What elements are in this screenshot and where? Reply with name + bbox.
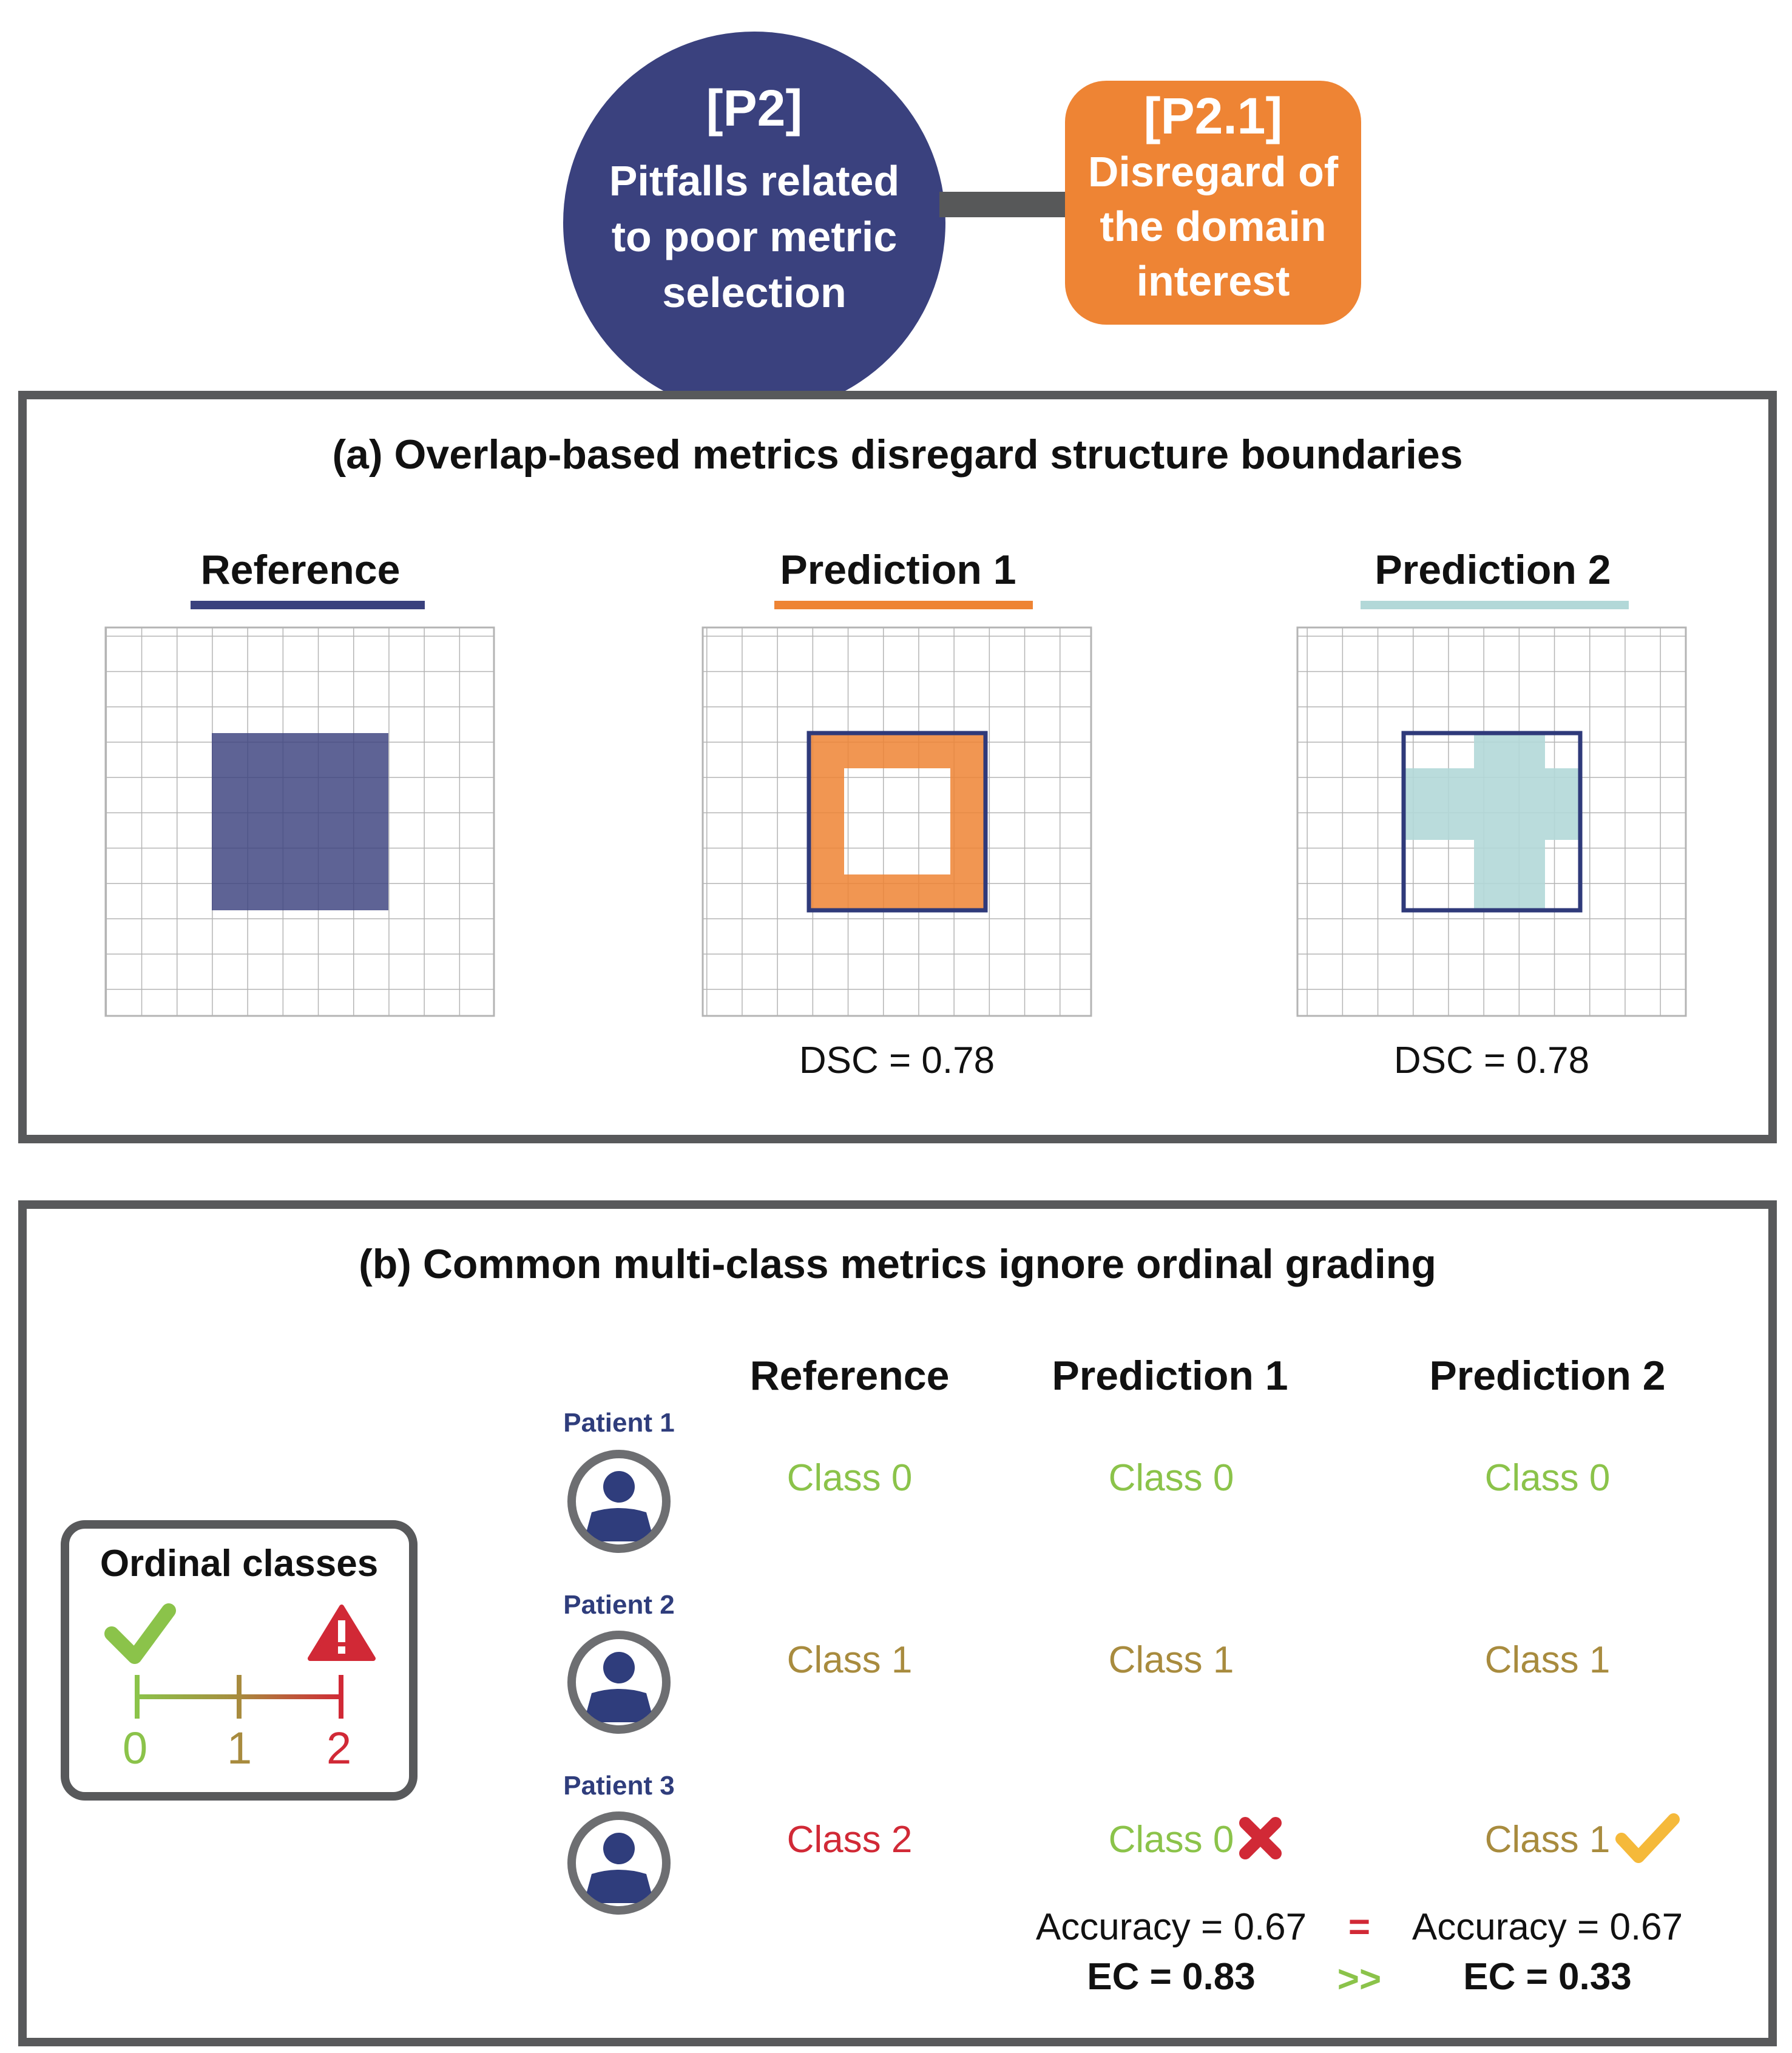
ordinal-tick-label-0: 0 — [123, 1723, 148, 1773]
table-header-prediction1: Prediction 1 — [1052, 1353, 1288, 1399]
subcategory-code: [P2.1] — [1143, 87, 1283, 144]
incorrect-cross-icon — [1239, 1817, 1282, 1859]
prediction1-accuracy: Accuracy = 0.67 — [1035, 1906, 1307, 1948]
prediction2-dsc: DSC = 0.78 — [1393, 1040, 1590, 1081]
prediction2-accuracy: Accuracy = 0.67 — [1412, 1906, 1683, 1948]
panel-a-title: (a) Overlap-based metrics disregard stru… — [332, 431, 1463, 478]
prediction2-reference-outline — [1401, 731, 1583, 913]
patient-2-prediction2: Class 1 — [1484, 1639, 1611, 1681]
patient-1-reference: Class 0 — [786, 1457, 913, 1499]
prediction1-reference-outline — [806, 731, 988, 913]
patient-2-prediction1: Class 1 — [1108, 1639, 1234, 1681]
patient-2-label: Patient 2 — [563, 1590, 675, 1620]
subcategory-description: Disregard of the domain interest — [1087, 148, 1339, 305]
patient-icon — [567, 1811, 671, 1915]
accuracy-relation: = — [1348, 1906, 1371, 1948]
ordinal-tick-label-1: 1 — [227, 1723, 252, 1773]
patient-3-label: Patient 3 — [563, 1771, 675, 1801]
patient-1-label: Patient 1 — [563, 1408, 675, 1438]
ec-relation: >> — [1337, 1958, 1382, 2000]
prediction2-ec: EC = 0.33 — [1463, 1956, 1632, 1998]
reference-mask — [212, 733, 388, 910]
panel-b-title: (b) Common multi-class metrics ignore or… — [359, 1241, 1436, 1287]
prediction1-grid — [702, 626, 1092, 1017]
ordinal-tick-label-2: 2 — [326, 1723, 352, 1773]
patient-1-prediction2: Class 0 — [1484, 1457, 1611, 1499]
patient-icon — [567, 1631, 671, 1734]
category-code: [P2] — [706, 79, 803, 137]
patient-2-reference: Class 1 — [786, 1639, 913, 1681]
subcategory-box: [P2.1] Disregard of the domain interest — [1065, 81, 1361, 325]
connector-line — [939, 192, 1072, 217]
prediction2-grid — [1296, 626, 1687, 1017]
table-header-prediction2: Prediction 2 — [1429, 1353, 1666, 1399]
ordinal-classes-box: Ordinal classes — [61, 1520, 418, 1801]
prediction2-mask — [1404, 733, 1580, 910]
prediction2-underline — [1361, 601, 1629, 609]
patient-3-reference: Class 2 — [786, 1819, 913, 1861]
warning-icon — [308, 1605, 376, 1661]
prediction1-ec: EC = 0.83 — [1087, 1956, 1256, 1998]
ordinal-classes-title: Ordinal classes — [100, 1543, 379, 1585]
patient-1-prediction1: Class 0 — [1108, 1457, 1234, 1499]
patient-3-prediction2: Class 1 — [1484, 1819, 1611, 1861]
table-header-reference: Reference — [749, 1353, 950, 1399]
check-icon — [104, 1603, 176, 1664]
reference-grid — [104, 626, 495, 1017]
category-description: Pitfalls related to poor metric selectio… — [609, 157, 900, 316]
patient-icon — [567, 1450, 671, 1553]
pitfall-category-circle: [P2] Pitfalls related to poor metric sel… — [563, 32, 945, 414]
correct-check-icon — [1615, 1813, 1680, 1863]
patient-3-prediction1: Class 0 — [1108, 1819, 1234, 1861]
prediction1-underline — [774, 601, 1033, 609]
prediction1-label: Prediction 1 — [780, 547, 1016, 593]
prediction2-label: Prediction 2 — [1374, 547, 1611, 593]
reference-label: Reference — [200, 547, 401, 593]
prediction1-mask — [809, 733, 986, 910]
prediction1-dsc: DSC = 0.78 — [799, 1040, 995, 1081]
reference-underline — [191, 601, 425, 609]
